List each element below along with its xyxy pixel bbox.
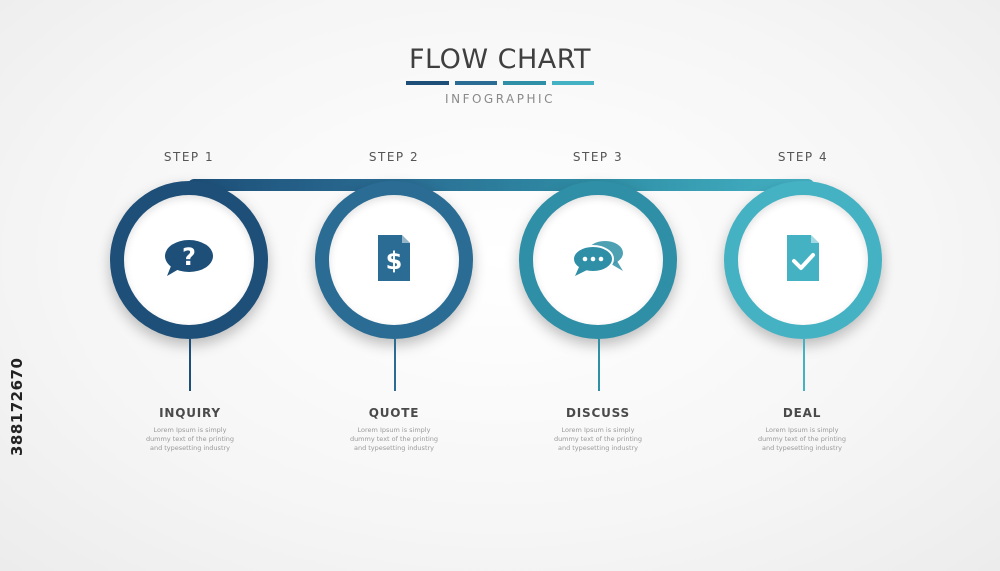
step-3-circle (519, 181, 677, 339)
step-2-label: STEP 2 (368, 150, 420, 164)
step-3-label: STEP 3 (572, 150, 624, 164)
step-4-name: DEAL (782, 406, 822, 420)
chat-bubbles-icon (571, 239, 625, 281)
step-3-name: DISCUSS (566, 406, 630, 420)
page-subtitle: INFOGRAPHIC (445, 92, 555, 106)
step-2-inner: $ (329, 195, 459, 325)
question-chat-icon: ? (163, 238, 215, 282)
checked-document-icon (783, 233, 823, 287)
svg-text:?: ? (182, 243, 196, 271)
underline-segment-4 (551, 81, 594, 85)
step-2-stem (394, 339, 396, 391)
step-1-label: STEP 1 (163, 150, 215, 164)
step-1-name: INQUIRY (159, 406, 221, 420)
step-4-stem (803, 339, 805, 391)
svg-text:$: $ (386, 247, 403, 275)
step-3-inner (533, 195, 663, 325)
stock-id: 388172670 (8, 357, 26, 456)
step-3-stem (598, 339, 600, 391)
step-1-stem (189, 339, 191, 391)
step-4-inner (738, 195, 868, 325)
step-1-inner: ? (124, 195, 254, 325)
step-4-label: STEP 4 (777, 150, 829, 164)
dollar-document-icon: $ (374, 233, 414, 287)
underline-segment-2 (454, 81, 497, 85)
underline-segment-3 (503, 81, 546, 85)
step-2-circle: $ (315, 181, 473, 339)
underline-segment-1 (406, 81, 449, 85)
step-4-circle (724, 181, 882, 339)
step-1-circle: ? (110, 181, 268, 339)
title-underline (406, 81, 594, 85)
page-title: FLOW CHART (408, 44, 592, 75)
step-2-name: QUOTE (368, 406, 420, 420)
flow-connector (188, 179, 814, 191)
